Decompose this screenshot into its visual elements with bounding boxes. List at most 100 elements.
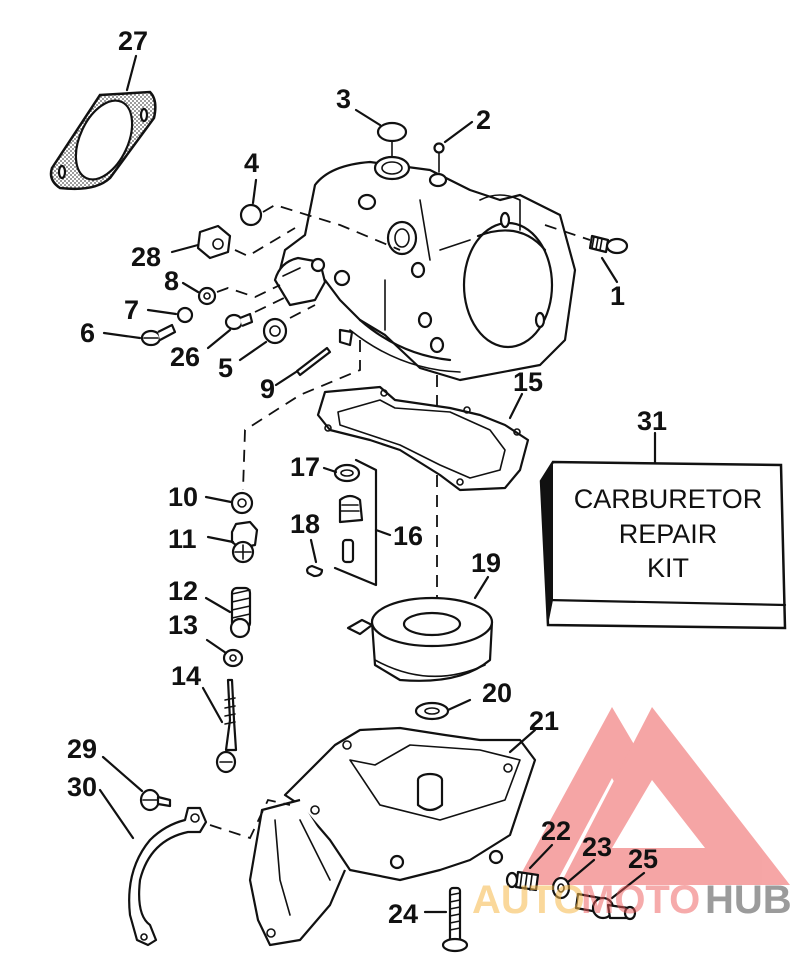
assembly-line-1 [544, 224, 591, 241]
callout-15: 15 [513, 367, 543, 397]
part-8-washer[interactable] [197, 286, 217, 306]
callout-12: 12 [168, 576, 198, 606]
part-10-washer[interactable] [230, 491, 254, 515]
part-5-lock-washer[interactable] [262, 317, 288, 345]
part-2-plug[interactable] [433, 142, 445, 154]
callout-17: 17 [290, 452, 320, 482]
leader-10 [204, 495, 233, 504]
assembly-line-8 [216, 284, 281, 298]
leader-15 [508, 392, 524, 420]
callout-4: 4 [244, 148, 259, 178]
part-21-float-bowl[interactable] [248, 726, 537, 947]
part-16-needle-and-seat[interactable] [338, 494, 364, 564]
callout-13: 13 [168, 610, 198, 640]
callout-20: 20 [482, 678, 512, 708]
callout-11: 11 [168, 524, 197, 554]
callout-25: 25 [628, 844, 658, 874]
callout-5: 5 [218, 353, 233, 383]
part-13-washer[interactable] [222, 648, 244, 668]
part-17-gasket[interactable] [333, 463, 361, 483]
leader-12 [204, 596, 232, 614]
part-9-pin[interactable] [295, 346, 332, 377]
callout-2: 2 [476, 105, 491, 135]
leader-8 [181, 281, 200, 294]
part-31-repair-kit-box[interactable]: CARBURETOR REPAIR KIT [539, 460, 787, 630]
leader-6 [102, 331, 142, 340]
callout-8: 8 [164, 266, 179, 296]
part-18-clip[interactable] [306, 564, 324, 578]
part-30-clamp[interactable] [128, 806, 208, 947]
part-23-gasket[interactable] [551, 876, 571, 900]
leader-9 [274, 370, 298, 387]
callout-23: 23 [582, 832, 612, 862]
leader-5 [238, 340, 268, 362]
leader-17 [322, 466, 338, 474]
callout-24: 24 [388, 899, 418, 929]
callout-16: 16 [393, 521, 423, 551]
leader-27 [125, 54, 138, 92]
part-27-flange-gasket[interactable] [49, 90, 157, 191]
callout-19: 19 [471, 548, 501, 578]
leader-7 [146, 308, 178, 316]
part-29-screw[interactable] [139, 788, 172, 812]
part-28-hex-nut[interactable] [196, 224, 232, 260]
bracket-16 [333, 458, 378, 587]
leader-23 [566, 858, 596, 884]
leader-26 [206, 328, 232, 350]
leader-1 [600, 256, 619, 284]
leader-13 [205, 638, 228, 655]
leader-16 [374, 528, 392, 537]
watermark-text: AUTO MOTO HUB [472, 878, 792, 922]
callout-9: 9 [260, 374, 275, 404]
assembly-line-needle [242, 340, 361, 491]
callout-6: 6 [80, 318, 95, 348]
leader-25 [610, 871, 646, 900]
part-7-washer[interactable] [176, 306, 194, 324]
leader-30 [98, 788, 135, 840]
part-19-float[interactable] [346, 596, 494, 682]
assembly-line-28 [234, 227, 296, 258]
callout-22: 22 [541, 816, 571, 846]
leader-11 [206, 535, 235, 544]
part-4-plug[interactable] [239, 203, 263, 227]
part-22-plug-screw[interactable] [505, 870, 540, 892]
callout-26: 26 [170, 342, 200, 372]
callout-7: 7 [124, 295, 139, 325]
watermark-moto: MOTO [581, 878, 700, 922]
assembly-line-30 [209, 798, 291, 840]
part-6-screw[interactable] [140, 323, 177, 347]
callout-18: 18 [290, 509, 320, 539]
assembly-line-26 [254, 294, 291, 313]
part-1-idle-screw[interactable] [588, 234, 629, 255]
leader-19 [473, 575, 490, 600]
part-12-spring[interactable] [229, 586, 252, 639]
watermark-logo [515, 707, 790, 885]
leader-14 [201, 686, 224, 724]
carburetor-upper-body[interactable] [273, 155, 577, 382]
leader-18 [309, 538, 318, 564]
part-25-fitting[interactable] [574, 892, 637, 921]
leader-3 [354, 108, 382, 127]
callout-21: 21 [529, 706, 559, 736]
watermark-auto: AUTO [472, 878, 585, 922]
leader-4 [251, 178, 258, 205]
assembly-line-5 [289, 304, 316, 319]
part-26-link-connector[interactable] [224, 312, 254, 331]
callout-10: 10 [168, 482, 198, 512]
callout-1: 1 [610, 281, 625, 311]
part-11-needle-valve-seat[interactable] [230, 520, 259, 564]
leader-22 [528, 843, 554, 870]
part-15-gasket[interactable] [316, 385, 530, 492]
callout-29: 29 [67, 734, 97, 764]
callout-30: 30 [67, 772, 97, 802]
kit-label-line3: KIT [647, 553, 689, 583]
callout-27: 27 [118, 26, 148, 56]
part-24-screw[interactable] [441, 886, 469, 953]
callout-31: 31 [637, 406, 667, 436]
leader-2 [443, 120, 474, 144]
part-14-mixture-needle[interactable] [215, 678, 238, 774]
watermark-hub: HUB [705, 878, 792, 922]
part-3-welch-plug[interactable] [376, 121, 408, 143]
part-20-washer[interactable] [414, 701, 450, 721]
